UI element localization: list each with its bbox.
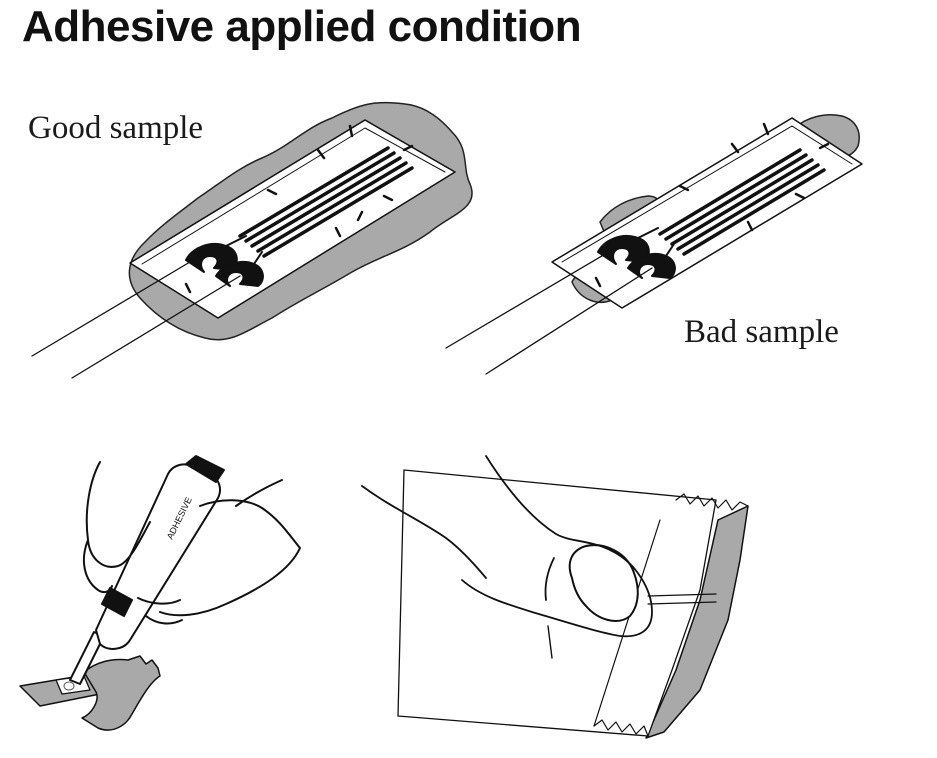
cover-sheet (397, 469, 717, 737)
hand-index-finger (82, 539, 113, 594)
good-sample-label: Good sample (28, 110, 204, 146)
sheet-serrated-top (675, 493, 749, 511)
sheet-serrated-bottom (593, 719, 649, 737)
good-alignment-marks (184, 124, 414, 294)
hand-wrist (235, 479, 283, 507)
page-title: Adhesive applied condition (22, 2, 582, 51)
bad-sample-label: Bad sample (684, 314, 839, 350)
good-gauge-base (129, 119, 456, 319)
tube-cap (185, 455, 225, 483)
adhesive-dot (63, 681, 75, 691)
hand-back (361, 485, 487, 579)
good-lead-wires (31, 255, 241, 379)
lead-wire-under-film (647, 593, 717, 605)
alignment-mark (547, 625, 553, 659)
hand-thumb (85, 461, 151, 568)
bad-gauge-grid (658, 148, 826, 256)
tape-strip (81, 655, 161, 731)
sheet-fold-line (593, 519, 661, 727)
thumb-nail (568, 544, 639, 622)
good-gauge-grid (238, 146, 414, 258)
bad-gauge-backing-edge (561, 125, 853, 263)
thumb-press-illustration (361, 455, 749, 739)
good-gauge-tabs (185, 235, 264, 287)
bad-alignment-marks (594, 122, 830, 288)
bad-lead-wires (445, 249, 653, 375)
thumb-crease (544, 557, 555, 601)
hand-lower-fingers (137, 597, 183, 625)
tube-band (101, 587, 133, 617)
thumb-outline (461, 455, 653, 638)
bad-gauge-tabs (597, 227, 676, 279)
hand-palm (159, 499, 301, 617)
adhesive-application-illustration: ADHESIVE (19, 455, 301, 731)
bad-sample-gauge (445, 114, 863, 375)
specimen-side-face (645, 505, 749, 739)
good-sample-gauge (31, 101, 473, 379)
good-gauge-backing-edge (141, 127, 446, 265)
